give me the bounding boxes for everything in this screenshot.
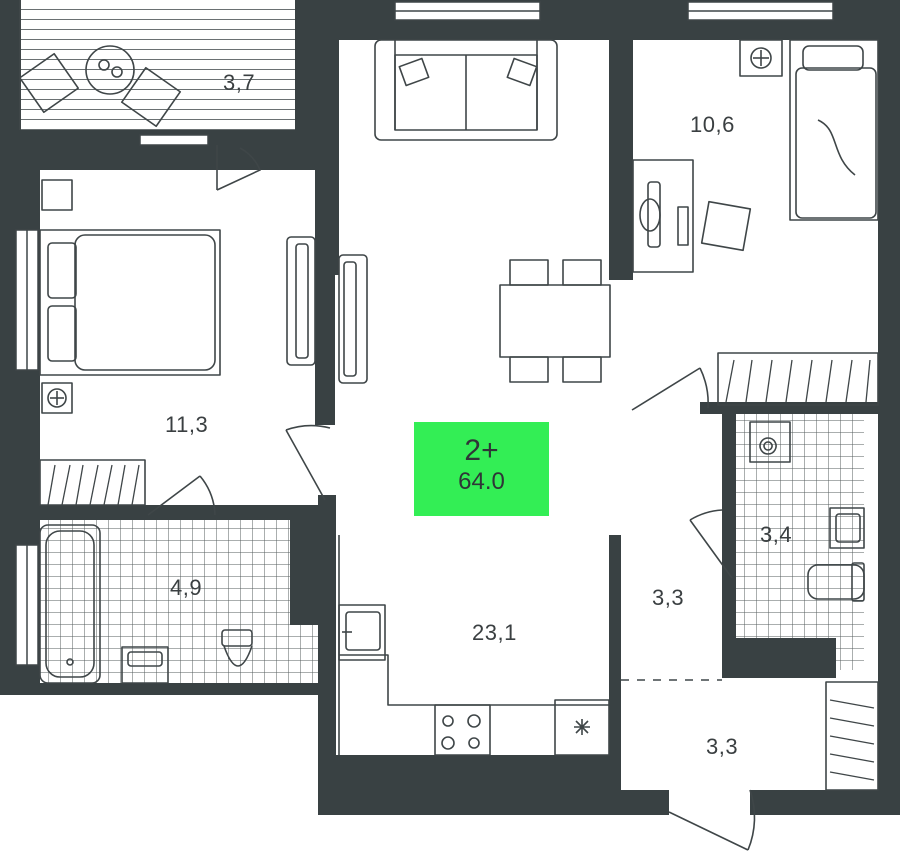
bedroom-area: 11,3 [165, 412, 209, 437]
windows [15, 1, 834, 666]
kitchen-living-area: 23,1 [472, 620, 517, 645]
balcony-area: 3,7 [223, 70, 256, 95]
hall-area: 3,3 [652, 585, 685, 610]
doors [147, 145, 756, 851]
total-area: 64.0 [458, 468, 505, 495]
wardrobe-hatching [47, 359, 875, 781]
furniture [18, 39, 879, 791]
wc-area: 3,4 [760, 522, 793, 547]
entrance-area: 3,3 [706, 734, 739, 759]
small-bedroom-area: 10,6 [690, 112, 735, 137]
apartment-badge: 2+ 64.0 [414, 422, 549, 516]
room-count: 2+ [464, 434, 499, 467]
bathroom-area: 4,9 [170, 575, 203, 600]
